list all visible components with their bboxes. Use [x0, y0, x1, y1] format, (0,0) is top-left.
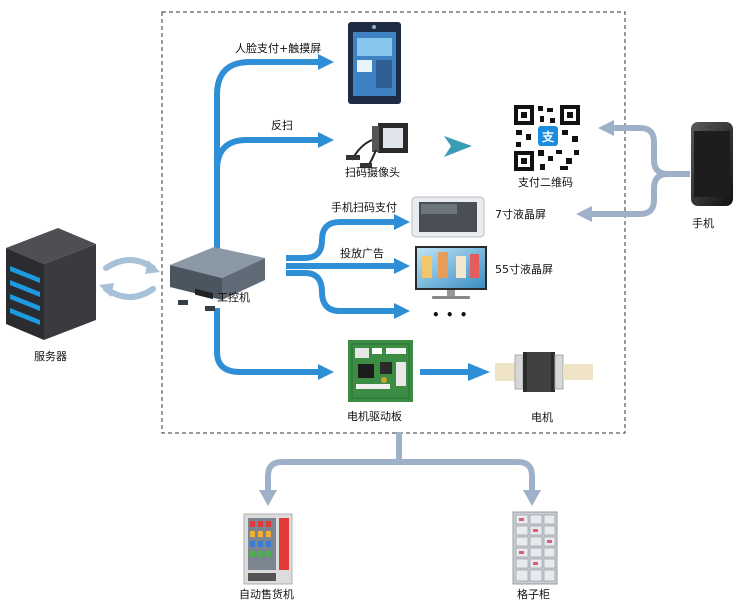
board-arrow-heads	[259, 490, 541, 506]
label-ellipsis: • • •	[432, 308, 469, 322]
arrow-heads	[318, 54, 490, 381]
label-screen-55: 55寸液晶屏	[495, 263, 553, 276]
board-output-arrows	[265, 432, 535, 492]
smartphone-icon	[691, 122, 733, 206]
locker-cabinet-icon	[512, 511, 558, 585]
label-phone: 手机	[692, 217, 714, 230]
circuit-board-icon	[348, 340, 413, 402]
sync-icon	[103, 257, 156, 300]
ipc-output-arrows	[214, 59, 470, 375]
svg-text:支: 支	[541, 129, 555, 144]
label-locker: 格子柜	[517, 588, 550, 601]
barcode-scanner-icon	[346, 123, 408, 168]
label-ipc: 工控机	[217, 291, 250, 304]
label-vending-machine: 自动售货机	[239, 588, 294, 601]
face-payment-terminal-icon	[348, 22, 401, 104]
tablet-screen-icon	[411, 196, 485, 238]
phone-arrow-heads	[576, 120, 614, 222]
label-face-pay: 人脸支付+触摸屏	[235, 42, 322, 55]
label-reverse-scan: 反扫	[271, 119, 293, 132]
qr-code-icon: 支	[512, 103, 582, 173]
label-scan-camera: 扫码摄像头	[345, 166, 400, 179]
vending-machine-icon	[243, 513, 293, 585]
server-rack-icon	[6, 228, 96, 340]
system-boundary	[161, 11, 626, 434]
monitor-icon	[415, 246, 487, 299]
label-ad-display: 投放广告	[340, 247, 384, 260]
label-pay-qr: 支付二维码	[518, 176, 573, 189]
industrial-pc-icon	[170, 247, 265, 311]
label-motor: 电机	[531, 411, 553, 424]
label-server: 服务器	[34, 350, 67, 363]
motor-icon	[495, 352, 593, 392]
label-phone-scan-pay: 手机扫码支付	[331, 201, 397, 214]
label-motor-board: 电机驱动板	[347, 410, 402, 423]
scan-arrow	[444, 136, 472, 157]
label-screen-7: 7寸液晶屏	[495, 208, 546, 221]
phone-arrows	[590, 125, 690, 217]
